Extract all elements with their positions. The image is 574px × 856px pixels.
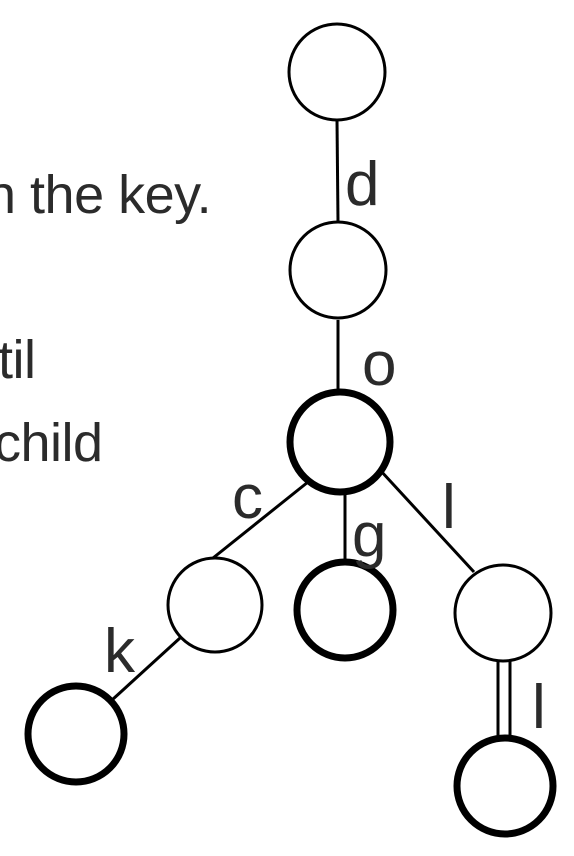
edge-label-k: k bbox=[104, 617, 136, 686]
trie-node-dock-terminal bbox=[24, 682, 128, 786]
edge-label-o: o bbox=[362, 330, 396, 399]
trie-node-root bbox=[287, 22, 387, 122]
edge-o-l bbox=[378, 468, 476, 574]
edge-label-c: c bbox=[232, 463, 263, 532]
edge-c-k bbox=[110, 636, 182, 702]
edge-label-d: d bbox=[345, 150, 379, 219]
text-fragment-child: child bbox=[0, 413, 103, 473]
edge-label-l-2: l bbox=[532, 673, 546, 742]
trie-node-doll-terminal bbox=[453, 734, 557, 838]
trie-node-dog-terminal bbox=[293, 558, 397, 662]
trie-node-dol bbox=[453, 563, 553, 663]
edge-root-d bbox=[335, 119, 340, 223]
edge-o-c bbox=[197, 480, 309, 572]
trie-node-d bbox=[288, 220, 388, 320]
edge-label-l: l bbox=[442, 473, 456, 542]
trie-node-do-terminal bbox=[286, 388, 394, 496]
text-fragment-til: til bbox=[0, 330, 36, 390]
text-fragment-key: n the key. bbox=[0, 165, 212, 225]
edge-label-g: g bbox=[352, 501, 386, 570]
trie-node-doc bbox=[166, 556, 264, 654]
